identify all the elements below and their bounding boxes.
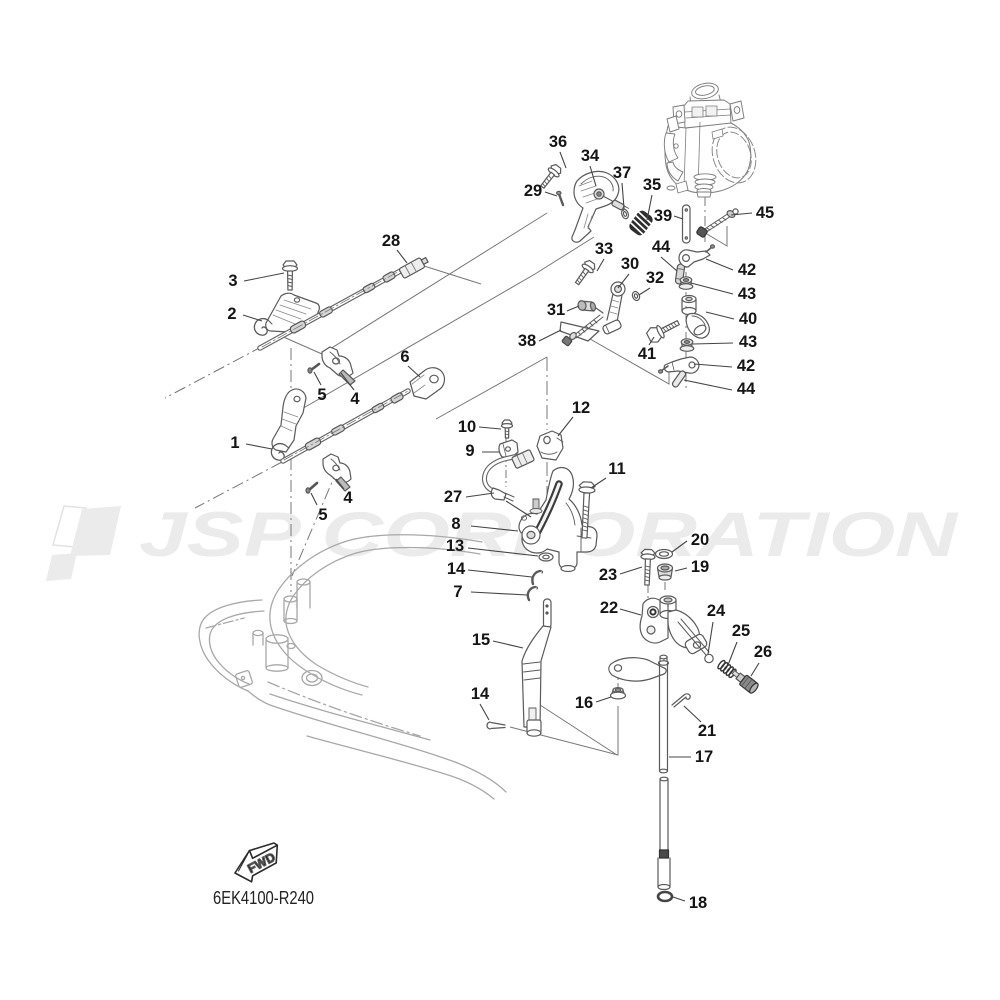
svg-text:28: 28: [382, 232, 400, 250]
svg-text:44: 44: [737, 380, 756, 398]
svg-text:31: 31: [547, 301, 565, 319]
svg-text:20: 20: [691, 531, 709, 549]
svg-text:25: 25: [732, 622, 750, 640]
svg-text:26: 26: [754, 643, 772, 661]
svg-text:3: 3: [228, 272, 237, 290]
svg-text:16: 16: [575, 694, 593, 712]
svg-text:27: 27: [444, 488, 462, 506]
svg-text:4: 4: [350, 390, 360, 408]
svg-text:14: 14: [471, 685, 490, 703]
svg-text:1: 1: [230, 434, 239, 452]
svg-text:45: 45: [756, 204, 774, 222]
svg-text:6: 6: [400, 348, 409, 366]
svg-text:42: 42: [737, 357, 755, 375]
svg-text:44: 44: [652, 238, 671, 256]
svg-text:39: 39: [654, 207, 672, 225]
svg-text:7: 7: [453, 583, 462, 601]
svg-text:30: 30: [621, 255, 639, 273]
svg-text:22: 22: [600, 599, 618, 617]
svg-text:2: 2: [227, 305, 236, 323]
svg-text:35: 35: [643, 176, 661, 194]
svg-text:5: 5: [317, 386, 326, 404]
svg-text:9: 9: [465, 442, 474, 460]
svg-text:11: 11: [608, 460, 625, 478]
svg-text:36: 36: [549, 133, 567, 151]
svg-text:12: 12: [572, 399, 590, 417]
svg-text:23: 23: [599, 566, 617, 584]
svg-text:34: 34: [581, 147, 600, 165]
svg-text:8: 8: [451, 515, 460, 533]
svg-text:21: 21: [698, 722, 716, 740]
svg-text:33: 33: [595, 240, 613, 258]
svg-text:6EK4100-R240: 6EK4100-R240: [213, 888, 314, 908]
svg-text:40: 40: [739, 310, 757, 328]
svg-text:41: 41: [638, 345, 656, 363]
svg-text:13: 13: [446, 537, 464, 555]
svg-text:24: 24: [707, 602, 726, 620]
svg-text:14: 14: [447, 560, 466, 578]
svg-text:18: 18: [689, 894, 707, 912]
svg-text:15: 15: [472, 631, 490, 649]
svg-text:29: 29: [524, 182, 542, 200]
svg-text:10: 10: [458, 418, 476, 436]
svg-text:43: 43: [738, 285, 756, 303]
svg-text:32: 32: [646, 269, 664, 287]
svg-text:43: 43: [739, 333, 757, 351]
svg-text:37: 37: [613, 164, 631, 182]
svg-text:42: 42: [738, 261, 756, 279]
svg-text:4: 4: [343, 489, 353, 507]
svg-text:17: 17: [695, 748, 713, 766]
svg-text:19: 19: [691, 558, 709, 576]
svg-text:38: 38: [518, 332, 536, 350]
svg-text:5: 5: [318, 506, 327, 524]
